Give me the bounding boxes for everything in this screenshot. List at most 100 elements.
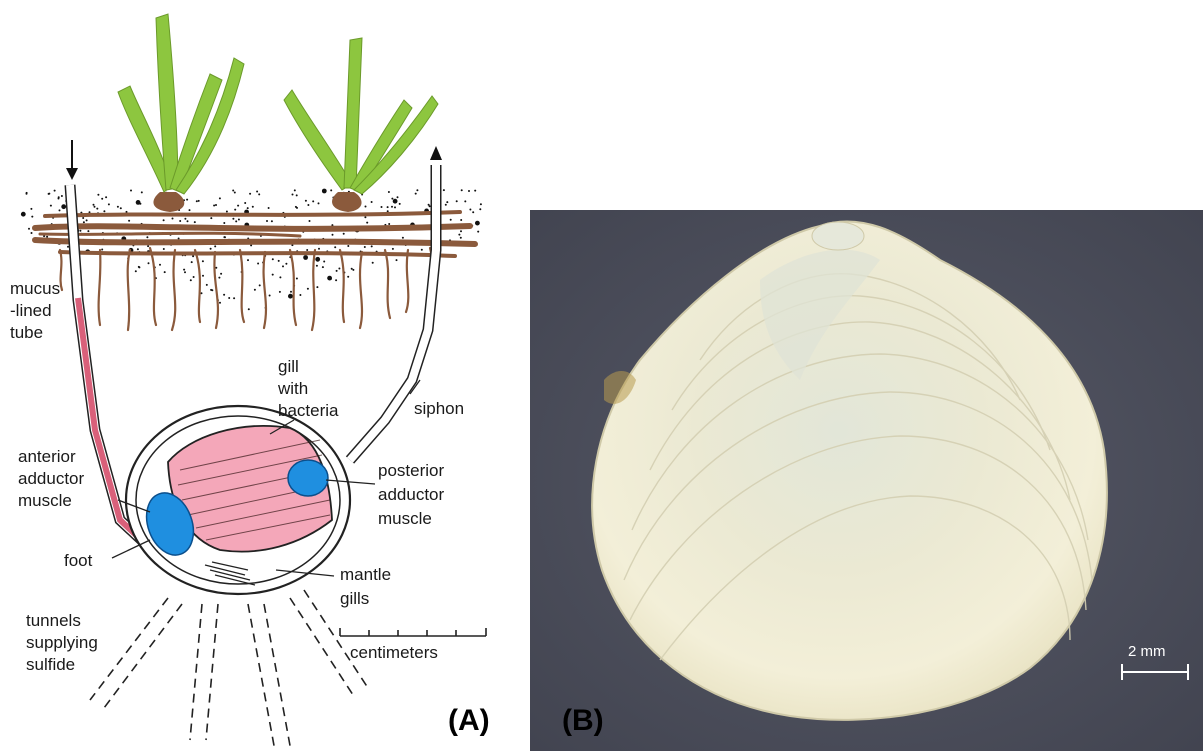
sediment-dot xyxy=(296,278,298,280)
sediment-dot xyxy=(391,198,393,200)
sediment-dot xyxy=(352,269,354,271)
sediment-dot xyxy=(234,192,236,194)
sediment-dot xyxy=(101,249,103,251)
panel-a-diagram: mucus -lined tube gill with bacteria sip… xyxy=(10,14,490,751)
label-supplying: supplying xyxy=(26,633,98,652)
sediment-dot xyxy=(26,193,28,195)
sediment-dot xyxy=(309,220,311,222)
sediment-dot xyxy=(247,207,249,209)
sediment-dot xyxy=(479,208,481,210)
sediment-dot xyxy=(399,203,401,205)
panel-b-photo: 2 mm (B) xyxy=(530,210,1203,751)
sediment-dot xyxy=(136,200,141,205)
sediment-dot xyxy=(446,201,448,203)
sediment-dot xyxy=(235,220,237,222)
sediment-dot xyxy=(472,211,474,213)
sediment-dot xyxy=(238,219,240,221)
sediment-dot xyxy=(461,189,463,191)
sediment-dot xyxy=(391,206,393,208)
sediment-dot xyxy=(392,248,394,250)
sediment-dot xyxy=(458,234,460,236)
posterior-adductor-muscle xyxy=(288,460,328,496)
sediment-dot xyxy=(256,191,258,193)
sediment-dot xyxy=(213,205,215,207)
sediment-dot xyxy=(268,207,270,209)
sediment-dot xyxy=(381,206,383,208)
sediment-dot xyxy=(83,221,85,223)
sediment-dot xyxy=(364,216,366,218)
label-anterior-muscle: muscle xyxy=(18,491,72,510)
sediment-dot xyxy=(190,279,192,281)
sediment-dot xyxy=(252,206,254,208)
sediment-dot xyxy=(141,191,143,193)
label-tube: tube xyxy=(10,323,43,342)
sediment-dot xyxy=(303,255,308,260)
sediment-dot xyxy=(334,246,336,248)
sediment-dot xyxy=(117,206,119,208)
sediment-dot xyxy=(415,193,417,195)
sediment-dot xyxy=(210,248,212,250)
sediment-dot xyxy=(210,289,212,291)
sediment-dot xyxy=(108,203,110,205)
sediment-dot xyxy=(210,217,212,219)
sediment-dot xyxy=(214,245,216,247)
sediment-dot xyxy=(305,200,307,202)
sediment-dot xyxy=(316,286,318,288)
sediment-dot xyxy=(184,271,186,273)
sediment-dot xyxy=(147,245,149,247)
sediment-dot xyxy=(189,209,191,211)
sediment-dot xyxy=(295,206,297,208)
seagrass-plant-left xyxy=(118,14,244,212)
sediment-dot xyxy=(294,189,296,191)
sediment-dot xyxy=(279,276,281,278)
sediment-dot xyxy=(343,233,345,235)
sediment-dot xyxy=(397,196,399,198)
sediment-dot xyxy=(31,216,33,218)
sediment-dot xyxy=(279,291,281,293)
sediment-dot xyxy=(312,200,314,202)
label-posterior-muscle: muscle xyxy=(378,509,432,528)
sediment-dot xyxy=(292,194,294,196)
sediment-dot xyxy=(416,189,418,191)
sediment-dot xyxy=(164,271,166,273)
label-mucus: mucus xyxy=(10,279,60,298)
sediment-dot xyxy=(220,273,222,275)
sediment-dot xyxy=(196,200,198,202)
sediment-dot xyxy=(272,274,274,276)
sediment-dot xyxy=(137,248,139,250)
sediment-dot xyxy=(332,234,334,236)
label-bacteria: bacteria xyxy=(278,401,339,420)
sediment-dot xyxy=(198,200,200,202)
sediment-dot xyxy=(232,190,234,192)
sediment-dot xyxy=(87,230,89,232)
sediment-dot xyxy=(421,249,423,251)
sediment-dot xyxy=(402,237,404,239)
sediment-dot xyxy=(146,236,148,238)
seagrass-plant-right xyxy=(284,38,438,212)
sediment-dot xyxy=(93,204,95,206)
sediment-dot xyxy=(257,263,259,265)
label-gill: gill xyxy=(278,357,299,376)
sediment-dot xyxy=(28,228,30,230)
sediment-dot xyxy=(101,198,103,200)
scale-label-2mm: 2 mm xyxy=(1128,643,1166,660)
sediment-dot xyxy=(247,259,249,261)
sediment-dot xyxy=(233,297,235,299)
sediment-dot xyxy=(61,195,63,197)
sediment-dot xyxy=(456,200,458,202)
sediment-dot xyxy=(226,211,228,213)
sediment-dot xyxy=(331,224,333,226)
sediment-dot xyxy=(186,199,188,201)
sediment-dot xyxy=(163,219,165,221)
sediment-dot xyxy=(475,221,480,226)
sediment-dot xyxy=(130,190,132,192)
label-anterior-adductor: adductor xyxy=(18,469,84,488)
sediment-dot xyxy=(120,207,122,209)
sediment-dot xyxy=(61,204,66,209)
label-foot: foot xyxy=(64,551,93,570)
sediment-dot xyxy=(148,262,150,264)
sediment-dot xyxy=(285,263,287,265)
sediment-dot xyxy=(82,217,84,219)
sediment-dot xyxy=(94,206,96,208)
